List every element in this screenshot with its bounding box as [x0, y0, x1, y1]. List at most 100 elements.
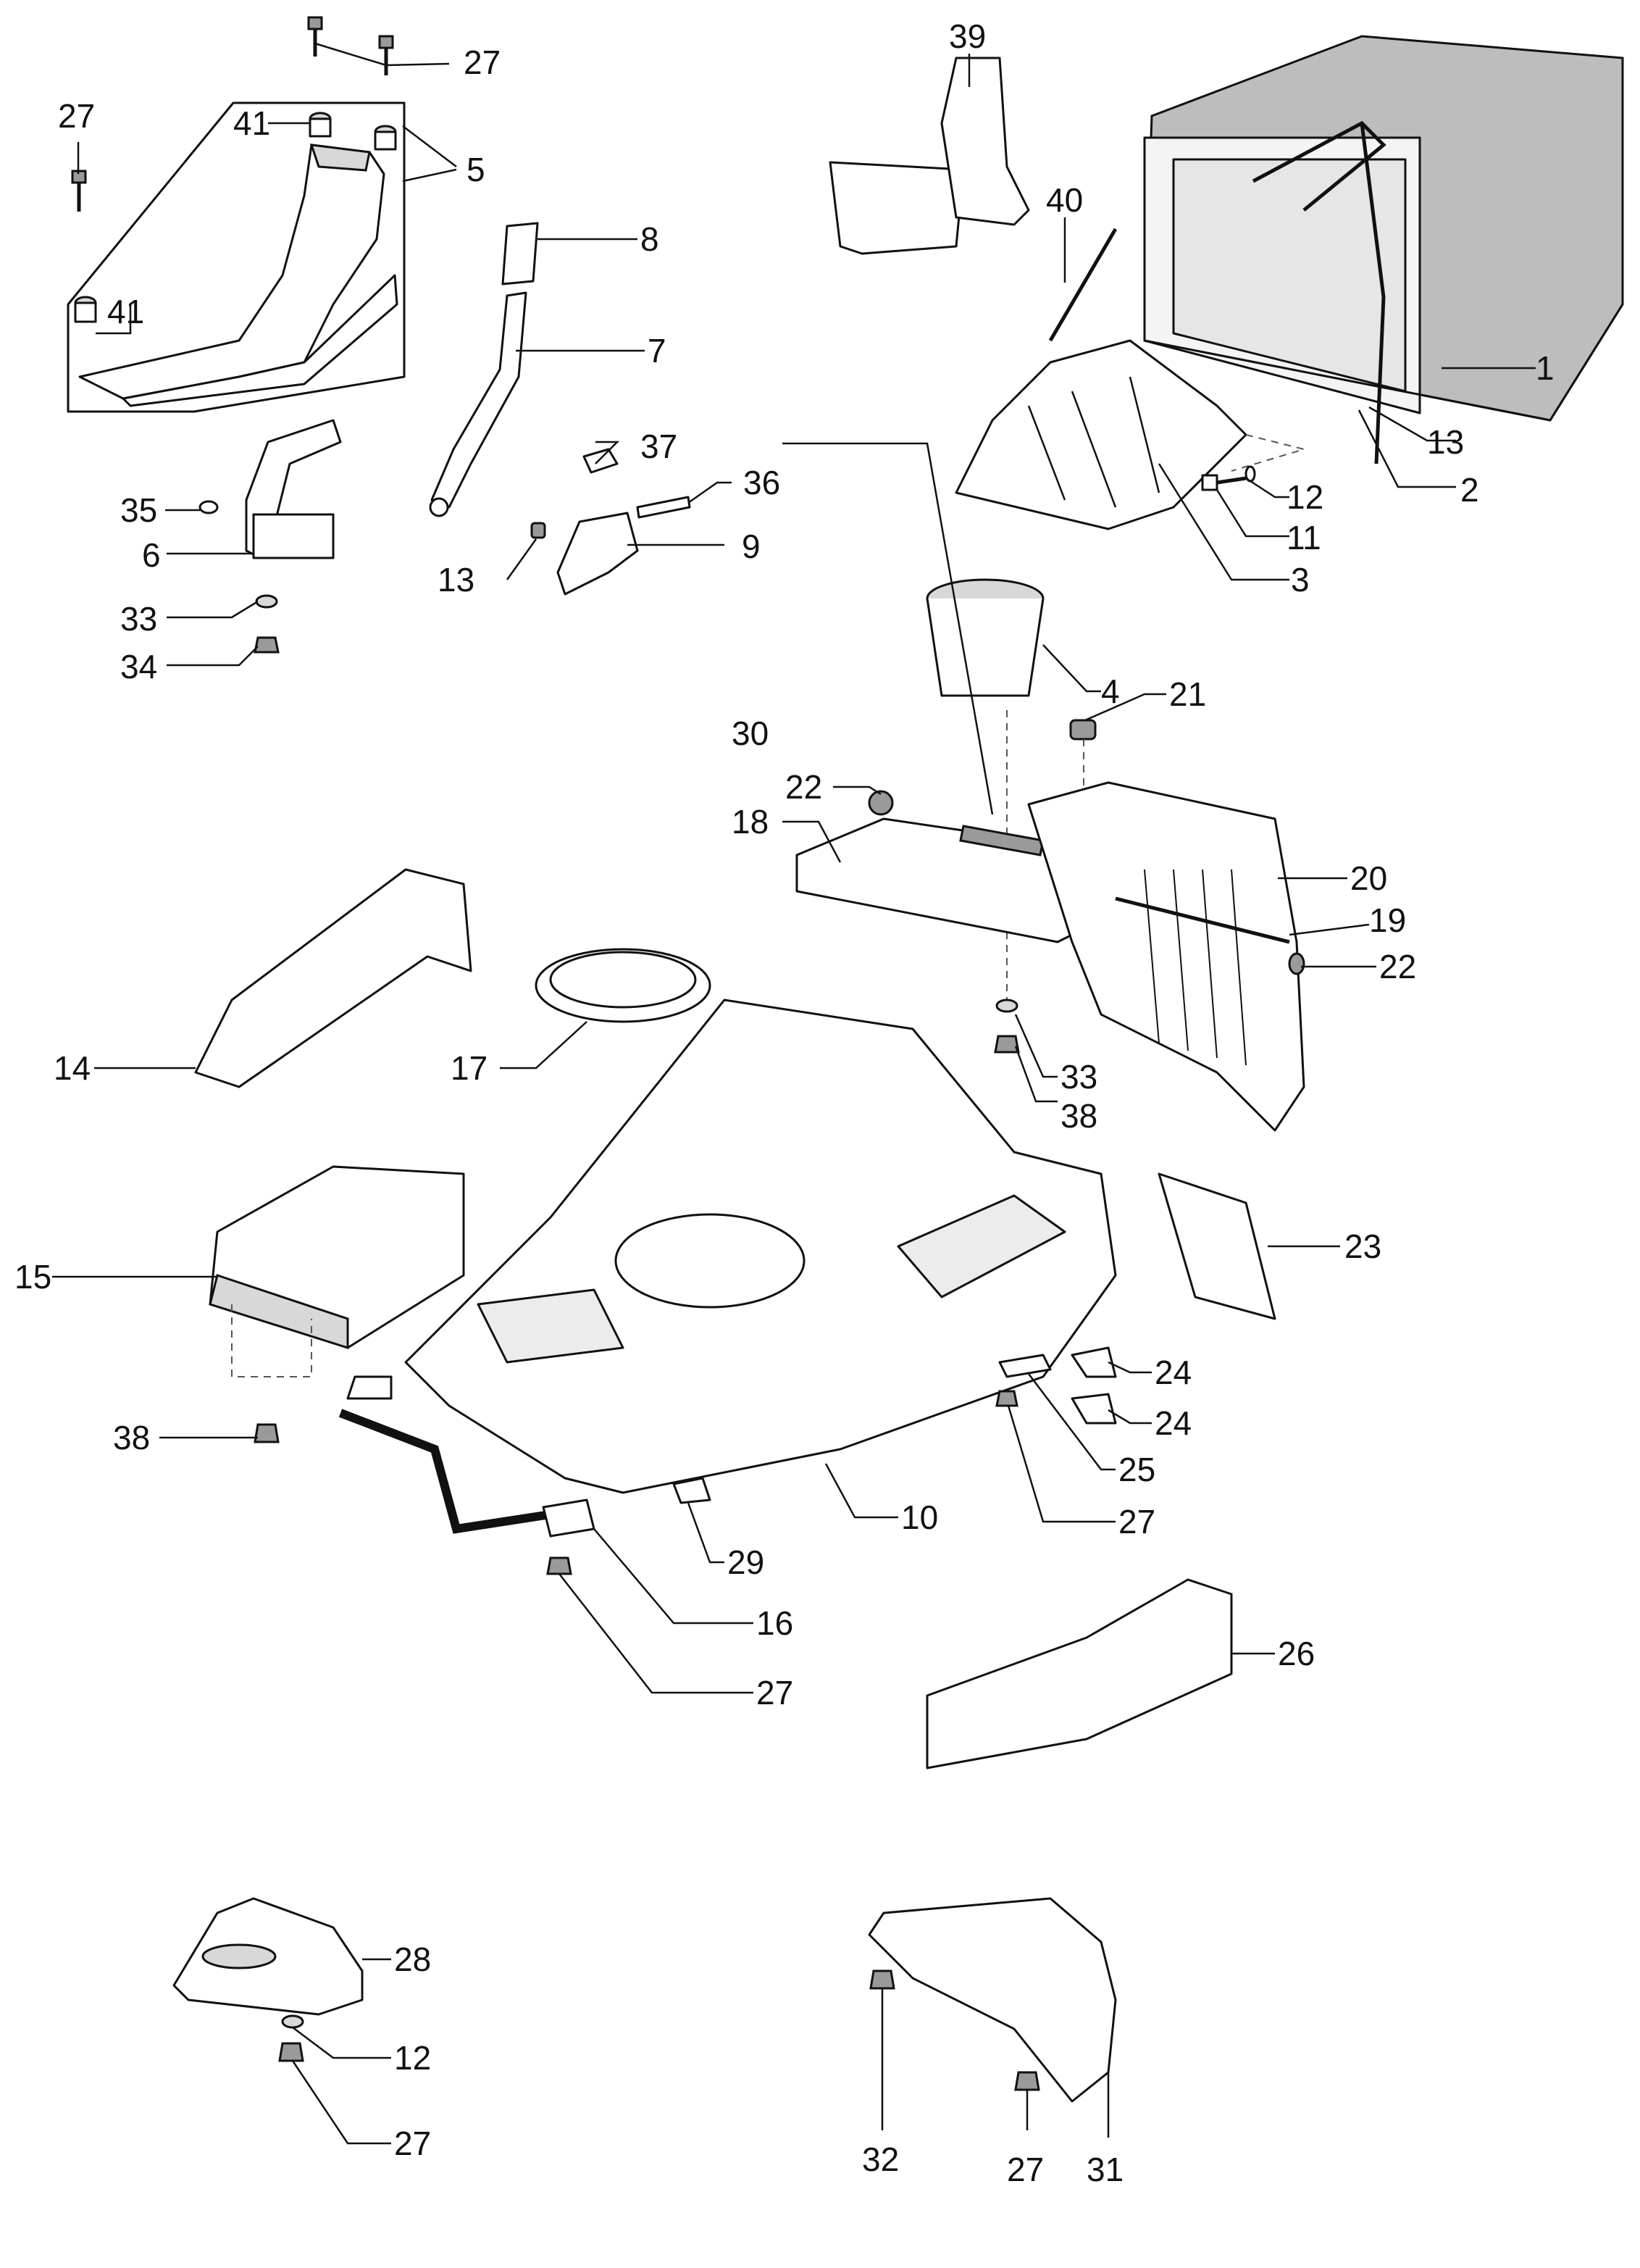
rod-19 — [1115, 896, 1290, 944]
callout-16: 16 — [756, 1604, 793, 1642]
callout-19: 19 — [1369, 901, 1406, 939]
bushing-41-top — [309, 112, 397, 151]
washer-nut-33-34 — [254, 594, 280, 654]
callout-27: 27 — [464, 43, 501, 81]
callout-labels: 27 27 41 41 5 8 7 37 36 35 6 13 9 33 34 … — [14, 17, 1555, 2188]
deflector-39 — [829, 57, 1030, 255]
callout-28: 28 — [394, 1940, 431, 1978]
callout-38: 38 — [1060, 1097, 1097, 1135]
knob-22-top — [868, 790, 894, 816]
callout-40: 40 — [1046, 181, 1083, 219]
side-plate-26 — [926, 1578, 1233, 1769]
callout-13: 13 — [1427, 423, 1464, 461]
callout-15: 15 — [14, 1258, 51, 1296]
chute-adapter-4 — [926, 578, 1045, 697]
callout-6: 6 — [142, 536, 161, 574]
guard-28 — [172, 1897, 364, 2016]
nut-38 — [254, 1423, 280, 1443]
callout-20: 20 — [1350, 859, 1387, 897]
callout-27: 27 — [756, 1674, 793, 1712]
front-cover-15 — [209, 1165, 465, 1350]
callout-38: 38 — [113, 1419, 150, 1456]
ring-17 — [535, 948, 711, 1023]
callout-4: 4 — [1101, 672, 1120, 710]
screw-27-top — [71, 16, 394, 212]
frame-2 — [1252, 120, 1386, 464]
mower-deck-10 — [404, 998, 1117, 1494]
screws-32-27 — [869, 1969, 1040, 2091]
washer-12-screw-27 — [278, 2014, 304, 2062]
callout-34: 34 — [120, 648, 157, 685]
grip-8 — [501, 222, 539, 285]
callout-39: 39 — [949, 17, 986, 55]
handle-bar-16 — [338, 1375, 595, 1538]
spring-37 — [582, 448, 619, 474]
rear-flap-20 — [1027, 781, 1305, 1132]
chute-flap-3 — [955, 339, 1247, 530]
callout-32: 32 — [862, 2140, 899, 2178]
clip-24-bottom — [1071, 1393, 1117, 1425]
callout-31: 31 — [1087, 2151, 1124, 2188]
callout-2: 2 — [1460, 471, 1479, 509]
callout-12: 12 — [394, 2039, 431, 2077]
callout-21: 21 — [1169, 675, 1206, 713]
bolt-11-washer-12 — [1201, 465, 1256, 491]
callout-33: 33 — [120, 600, 157, 638]
callout-27: 27 — [1007, 2151, 1044, 2188]
nut-13 — [530, 522, 546, 539]
callout-33: 33 — [1060, 1058, 1097, 1096]
callout-41: 41 — [233, 104, 270, 142]
height-adjuster-6 — [198, 419, 342, 559]
callout-22: 22 — [1379, 948, 1416, 985]
callout-26: 26 — [1278, 1635, 1315, 1672]
callout-18: 18 — [732, 803, 769, 841]
callout-23: 23 — [1344, 1227, 1381, 1265]
callout-37: 37 — [640, 428, 677, 465]
callout-27: 27 — [58, 97, 95, 135]
guard-31 — [868, 1897, 1117, 2103]
callout-24: 24 — [1155, 1354, 1192, 1391]
handle-cover-group — [67, 101, 406, 413]
callout-27: 27 — [1118, 1503, 1155, 1541]
callout-24: 24 — [1155, 1404, 1192, 1442]
callout-41: 41 — [107, 293, 144, 330]
clip-29 — [672, 1477, 711, 1504]
callout-30: 30 — [732, 714, 769, 752]
callout-27: 27 — [394, 2125, 431, 2162]
callout-8: 8 — [640, 220, 659, 258]
bolt-36 — [636, 496, 691, 519]
callout-17: 17 — [451, 1049, 488, 1087]
callout-29: 29 — [727, 1543, 764, 1581]
callout-9: 9 — [742, 528, 761, 565]
callout-25: 25 — [1118, 1451, 1155, 1488]
callout-7: 7 — [648, 332, 666, 370]
bushing-41-bottom — [74, 296, 97, 323]
bracket-23 — [1158, 1172, 1276, 1320]
callout-22: 22 — [785, 768, 822, 806]
callout-11: 11 — [1287, 519, 1321, 556]
callout-35: 35 — [120, 491, 157, 529]
callout-36: 36 — [743, 464, 780, 501]
washer-33-nut-38 — [994, 998, 1020, 1054]
bracket-9 — [556, 512, 639, 596]
bracket-25 — [998, 1354, 1052, 1378]
screw-27-mid — [546, 1390, 1018, 1575]
callout-5: 5 — [467, 151, 485, 188]
callout-3: 3 — [1291, 561, 1310, 599]
callout-1: 1 — [1536, 349, 1555, 387]
clip-24-top — [1071, 1346, 1117, 1378]
nut-21 — [1069, 719, 1097, 741]
rod-40 — [1048, 228, 1118, 342]
leader-lines — [52, 42, 1536, 2145]
callout-14: 14 — [54, 1049, 91, 1087]
grass-catcher-1 — [1143, 35, 1624, 422]
callout-10: 10 — [901, 1498, 938, 1536]
callout-12: 12 — [1287, 478, 1323, 516]
knob-22-right — [1288, 952, 1305, 975]
spring-30 — [959, 825, 1045, 856]
assembly-line-3 — [1231, 434, 1307, 472]
callout-13: 13 — [438, 561, 474, 599]
lever-7 — [429, 291, 527, 517]
side-plate-14 — [194, 868, 472, 1088]
